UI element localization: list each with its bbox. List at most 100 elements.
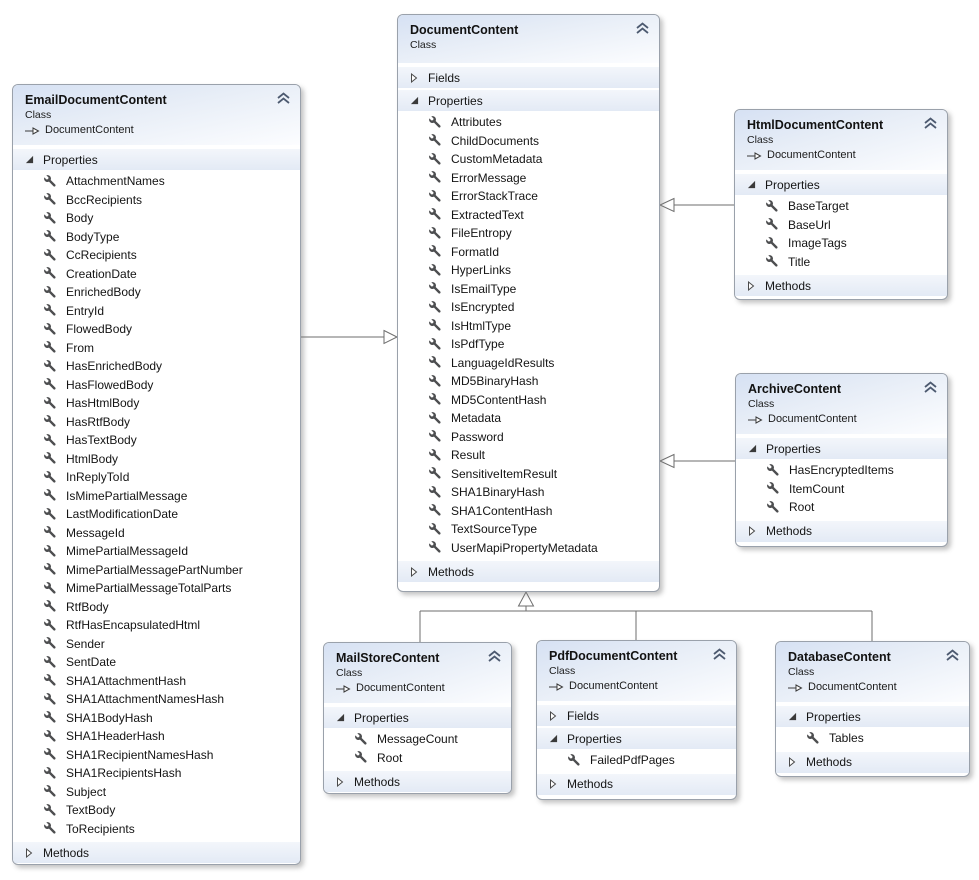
class-header[interactable]: DatabaseContent Class DocumentContent xyxy=(776,642,969,702)
section-properties[interactable]: Properties xyxy=(776,706,969,727)
expander-expanded-icon[interactable] xyxy=(409,96,419,106)
member-row[interactable]: AttachmentNames xyxy=(13,172,300,191)
expander-collapsed-icon[interactable] xyxy=(787,757,797,767)
section-methods[interactable]: Methods xyxy=(735,275,947,296)
class-box-htmldocumentcontent[interactable]: HtmlDocumentContent Class DocumentConten… xyxy=(734,109,948,300)
member-row[interactable]: IsMimePartialMessage xyxy=(13,487,300,506)
member-row[interactable]: Subject xyxy=(13,783,300,802)
expander-expanded-icon[interactable] xyxy=(787,712,797,722)
member-row[interactable]: UserMapiPropertyMetadata xyxy=(398,539,659,558)
member-row[interactable]: LastModificationDate xyxy=(13,505,300,524)
member-row[interactable]: HasHtmlBody xyxy=(13,394,300,413)
expander-collapsed-icon[interactable] xyxy=(746,280,756,291)
member-row[interactable]: CreationDate xyxy=(13,265,300,284)
member-row[interactable]: Tables xyxy=(776,729,969,748)
member-row[interactable]: BaseTarget xyxy=(735,197,947,216)
member-row[interactable]: Body xyxy=(13,209,300,228)
section-methods[interactable]: Methods xyxy=(13,842,300,863)
section-fields[interactable]: Fields xyxy=(537,705,736,726)
member-row[interactable]: MessageCount xyxy=(324,730,511,749)
section-methods[interactable]: Methods xyxy=(398,561,659,582)
member-row[interactable]: RtfBody xyxy=(13,598,300,617)
member-row[interactable]: ErrorStackTrace xyxy=(398,187,659,206)
member-row[interactable]: IsEmailType xyxy=(398,280,659,299)
member-row[interactable]: MD5ContentHash xyxy=(398,391,659,410)
member-row[interactable]: CcRecipients xyxy=(13,246,300,265)
expander-collapsed-icon[interactable] xyxy=(548,779,558,789)
member-row[interactable]: SHA1HeaderHash xyxy=(13,727,300,746)
class-header[interactable]: HtmlDocumentContent Class DocumentConten… xyxy=(735,110,947,170)
member-row[interactable]: SHA1BodyHash xyxy=(13,709,300,728)
expander-collapsed-icon[interactable] xyxy=(747,526,757,536)
member-row[interactable]: LanguageIdResults xyxy=(398,354,659,373)
member-row[interactable]: CustomMetadata xyxy=(398,150,659,169)
member-row[interactable]: IsPdfType xyxy=(398,335,659,354)
class-box-pdfdocumentcontent[interactable]: PdfDocumentContent Class DocumentContent… xyxy=(536,640,737,800)
member-row[interactable]: InReplyToId xyxy=(13,468,300,487)
member-row[interactable]: ErrorMessage xyxy=(398,169,659,188)
expander-collapsed-icon[interactable] xyxy=(409,566,419,577)
class-box-mailstorecontent[interactable]: MailStoreContent Class DocumentContent P… xyxy=(323,642,512,794)
class-box-databasecontent[interactable]: DatabaseContent Class DocumentContent Pr… xyxy=(775,641,970,777)
section-properties[interactable]: Properties xyxy=(398,90,659,111)
member-row[interactable]: FlowedBody xyxy=(13,320,300,339)
member-row[interactable]: Metadata xyxy=(398,409,659,428)
expander-collapsed-icon[interactable] xyxy=(24,847,34,858)
member-row[interactable]: BaseUrl xyxy=(735,216,947,235)
expander-collapsed-icon[interactable] xyxy=(548,710,558,721)
class-header[interactable]: PdfDocumentContent Class DocumentContent xyxy=(537,641,736,701)
member-row[interactable]: ChildDocuments xyxy=(398,132,659,151)
member-row[interactable]: BccRecipients xyxy=(13,191,300,210)
expander-collapsed-icon[interactable] xyxy=(409,72,419,83)
member-row[interactable]: SHA1RecipientNamesHash xyxy=(13,746,300,765)
chevron-double-up-icon[interactable] xyxy=(487,650,502,663)
member-row[interactable]: HyperLinks xyxy=(398,261,659,280)
expander-expanded-icon[interactable] xyxy=(24,155,34,165)
member-row[interactable]: TextSourceType xyxy=(398,520,659,539)
member-row[interactable]: MessageId xyxy=(13,524,300,543)
member-row[interactable]: HasTextBody xyxy=(13,431,300,450)
expander-expanded-icon[interactable] xyxy=(746,180,756,190)
member-row[interactable]: BodyType xyxy=(13,228,300,247)
member-row[interactable]: HtmlBody xyxy=(13,450,300,469)
member-row[interactable]: Result xyxy=(398,446,659,465)
member-row[interactable]: FileEntropy xyxy=(398,224,659,243)
section-methods[interactable]: Methods xyxy=(324,771,511,792)
member-row[interactable]: Title xyxy=(735,253,947,272)
member-row[interactable]: MimePartialMessageTotalParts xyxy=(13,579,300,598)
member-row[interactable]: TextBody xyxy=(13,801,300,820)
member-row[interactable]: IsEncrypted xyxy=(398,298,659,317)
chevron-double-up-icon[interactable] xyxy=(923,381,938,394)
class-box-archivecontent[interactable]: ArchiveContent Class DocumentContent Pro… xyxy=(735,373,948,547)
member-row[interactable]: MimePartialMessageId xyxy=(13,542,300,561)
section-properties[interactable]: Properties xyxy=(13,149,300,170)
section-properties[interactable]: Properties xyxy=(537,728,736,749)
member-row[interactable]: SensitiveItemResult xyxy=(398,465,659,484)
member-row[interactable]: Password xyxy=(398,428,659,447)
section-methods[interactable]: Methods xyxy=(736,520,947,542)
member-row[interactable]: HasEnrichedBody xyxy=(13,357,300,376)
chevron-double-up-icon[interactable] xyxy=(712,648,727,661)
member-row[interactable]: HasFlowedBody xyxy=(13,376,300,395)
member-row[interactable]: RtfHasEncapsulatedHtml xyxy=(13,616,300,635)
section-methods[interactable]: Methods xyxy=(776,751,969,773)
section-fields[interactable]: Fields xyxy=(398,67,659,88)
member-row[interactable]: SentDate xyxy=(13,653,300,672)
member-row[interactable]: HasRtfBody xyxy=(13,413,300,432)
member-row[interactable]: Attributes xyxy=(398,113,659,132)
chevron-double-up-icon[interactable] xyxy=(923,117,938,130)
class-header[interactable]: MailStoreContent Class DocumentContent xyxy=(324,643,511,703)
section-properties[interactable]: Properties xyxy=(736,438,947,459)
member-row[interactable]: ImageTags xyxy=(735,234,947,253)
member-row[interactable]: ExtractedText xyxy=(398,206,659,225)
member-row[interactable]: FailedPdfPages xyxy=(537,751,736,770)
class-header[interactable]: DocumentContent Class xyxy=(398,15,659,63)
member-row[interactable]: HasEncryptedItems xyxy=(736,461,947,480)
member-row[interactable]: Sender xyxy=(13,635,300,654)
member-row[interactable]: SHA1BinaryHash xyxy=(398,483,659,502)
section-properties[interactable]: Properties xyxy=(735,174,947,195)
member-row[interactable]: EntryId xyxy=(13,302,300,321)
section-properties[interactable]: Properties xyxy=(324,707,511,728)
chevron-double-up-icon[interactable] xyxy=(635,22,650,35)
member-row[interactable]: MD5BinaryHash xyxy=(398,372,659,391)
